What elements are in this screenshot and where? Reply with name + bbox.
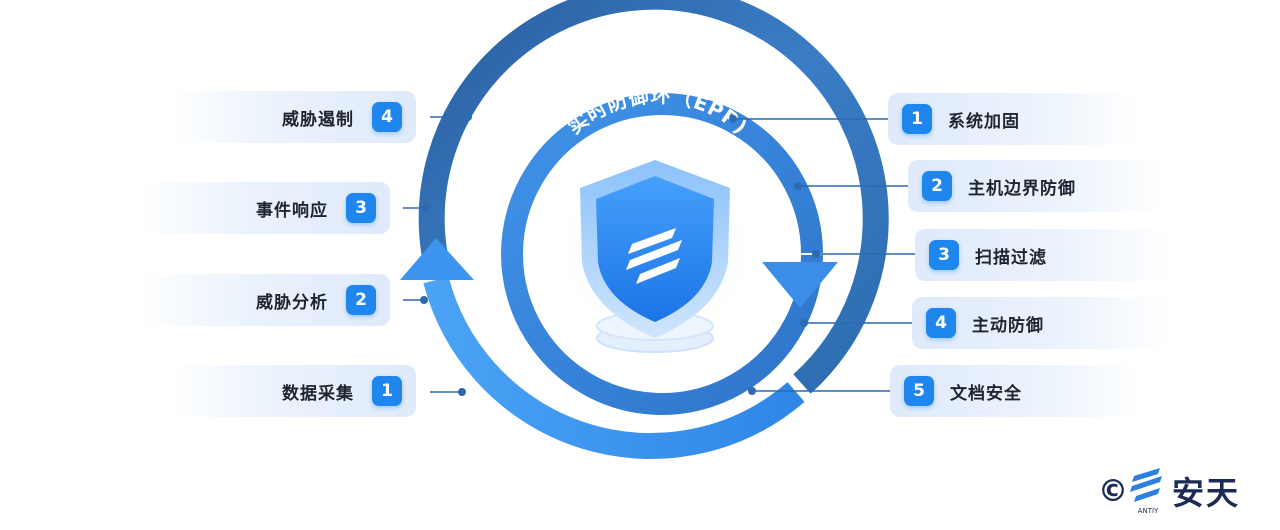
brand-name: 安天 — [1172, 474, 1241, 512]
up-arrow-head — [400, 238, 474, 280]
item-number-badge: 1 — [902, 104, 932, 134]
shield-logo-stroke — [636, 258, 680, 284]
item-label: 扫描过滤 — [975, 247, 1047, 268]
shield-icon — [596, 176, 714, 322]
right-item: 1 系统加固 — [888, 93, 1138, 145]
shield-logo-stroke — [628, 228, 676, 254]
antiy-mark-icon: ANTIY — [1130, 468, 1162, 515]
left-connector-dots — [420, 113, 472, 396]
item-label: 威胁分析 — [256, 292, 328, 313]
right-connectors — [733, 118, 916, 392]
left-item: 威胁分析 2 — [140, 274, 390, 326]
item-label: 系统加固 — [948, 111, 1020, 132]
right-item: 2 主机边界防御 — [908, 160, 1166, 212]
item-number-badge: 5 — [904, 376, 934, 406]
left-item: 数据采集 1 — [170, 365, 416, 417]
item-label: 威胁遏制 — [282, 109, 354, 130]
left-item: 事件响应 3 — [140, 182, 390, 234]
item-number-badge: 4 — [372, 102, 402, 132]
item-label: 主机边界防御 — [968, 178, 1076, 199]
copyright-symbol: © — [1098, 473, 1128, 509]
item-number-badge: 1 — [372, 376, 402, 406]
brand-latin: ANTIY — [1138, 507, 1159, 515]
item-label: 数据采集 — [282, 383, 354, 404]
item-number-badge: 2 — [922, 171, 952, 201]
item-number-badge: 2 — [346, 285, 376, 315]
shield-logo-stroke — [626, 240, 682, 270]
item-number-badge: 4 — [926, 308, 956, 338]
item-number-badge: 3 — [346, 193, 376, 223]
item-label: 文档安全 — [950, 383, 1022, 404]
outer-ring-lower-arc — [423, 276, 805, 460]
item-number-badge: 3 — [929, 240, 959, 270]
left-item: 威胁遏制 4 — [170, 91, 416, 143]
outer-ring-arc — [418, 0, 889, 394]
down-arrow-head — [762, 262, 838, 308]
item-label: 主动防御 — [972, 315, 1044, 336]
right-item: 4 主动防御 — [912, 297, 1170, 349]
antiy-logo: © ANTIY 安天 — [1098, 466, 1240, 516]
inner-ring — [501, 93, 823, 415]
right-connector-dots — [729, 115, 820, 395]
item-label: 事件响应 — [256, 200, 328, 221]
right-item: 5 文档安全 — [890, 365, 1140, 417]
right-item: 3 扫描过滤 — [915, 229, 1170, 281]
